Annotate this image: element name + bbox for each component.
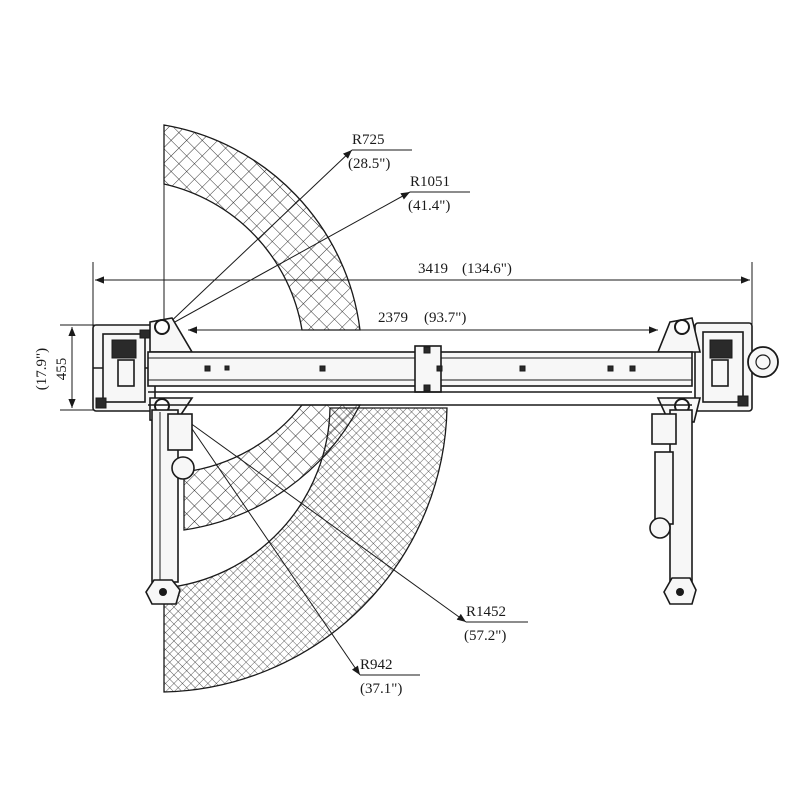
r1051-value: R1051 [410, 174, 450, 190]
front-arm-swing-zone-upper [163, 124, 361, 331]
overhead-crossbeam [147, 345, 693, 406]
r725-value: R725 [352, 132, 385, 148]
inner-width-inches: (93.7") [424, 310, 466, 326]
right-rear-arm [649, 409, 697, 605]
left-column [92, 317, 194, 423]
power-unit-motor [747, 346, 779, 378]
r1452-inches: (57.2") [464, 628, 506, 644]
rear-arm-swing-zone [163, 407, 448, 693]
r1452-leader [185, 419, 467, 623]
r725-inches: (28.5") [348, 156, 390, 172]
r725-leader [163, 149, 353, 329]
inner-width-value: 2379 [378, 310, 408, 326]
r942-leader [185, 419, 361, 676]
depth-value: 455 [54, 358, 70, 381]
left-rear-arm [145, 409, 195, 605]
left-front-pivot [154, 319, 170, 335]
r1452-value: R1452 [466, 604, 506, 620]
r942-inches: (37.1") [360, 681, 402, 697]
right-front-pivot [674, 319, 690, 335]
r1051-inches: (41.4") [408, 198, 450, 214]
r1051-leader [163, 191, 411, 329]
right-arm-roller [649, 517, 671, 539]
overall-width-inches: (134.6") [462, 261, 512, 277]
left-arm-roller [171, 456, 195, 480]
r942-value: R942 [360, 657, 393, 673]
overall-width-value: 3419 [418, 261, 448, 277]
depth-inches: (17.9") [34, 348, 50, 390]
